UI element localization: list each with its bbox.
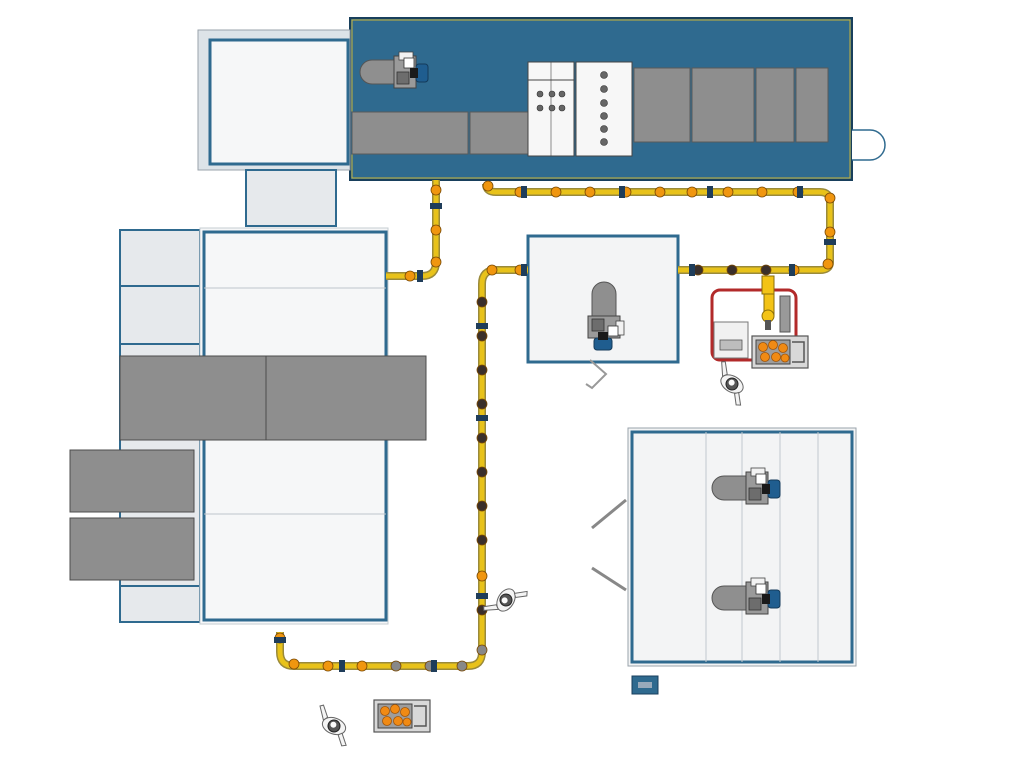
roller-icon bbox=[476, 398, 488, 410]
operator-figure-icon bbox=[481, 575, 530, 626]
robot-arm-icon bbox=[761, 275, 775, 330]
roller-icon bbox=[476, 570, 488, 582]
parts-cart-icon bbox=[373, 699, 431, 733]
roller-icon bbox=[686, 186, 698, 198]
roller-icon bbox=[288, 658, 300, 670]
roller-icon bbox=[760, 264, 772, 276]
roller-icon bbox=[722, 186, 734, 198]
operator-figure-icon bbox=[706, 359, 757, 408]
left-process-enclosure bbox=[69, 227, 427, 625]
roller-icon bbox=[482, 180, 494, 192]
roller-icon bbox=[476, 296, 488, 308]
roller-icon bbox=[476, 500, 488, 512]
roller-icon bbox=[404, 270, 416, 282]
roller-icon bbox=[356, 660, 368, 672]
roller-icon bbox=[476, 432, 488, 444]
roller-icon bbox=[476, 534, 488, 546]
roller-icon bbox=[824, 226, 836, 238]
roller-icon bbox=[584, 186, 596, 198]
roller-icon bbox=[550, 186, 562, 198]
roller-icon bbox=[322, 660, 334, 672]
operator-figure-icon bbox=[309, 703, 357, 748]
roller-icon bbox=[430, 184, 442, 196]
roller-icon bbox=[726, 264, 738, 276]
roller-icon bbox=[476, 364, 488, 376]
roller-icon bbox=[476, 466, 488, 478]
roller-icon bbox=[430, 256, 442, 268]
roller-icon bbox=[430, 224, 442, 236]
roller-icon bbox=[476, 644, 488, 656]
roller-icon bbox=[756, 186, 768, 198]
parts-cart-icon bbox=[751, 335, 809, 369]
conveyor-rollers bbox=[274, 180, 836, 672]
roller-icon bbox=[824, 192, 836, 204]
roller-icon bbox=[456, 660, 468, 672]
roller-icon bbox=[486, 264, 498, 276]
roller-icon bbox=[822, 258, 834, 270]
roller-icon bbox=[390, 660, 402, 672]
load-station-enclosure bbox=[197, 29, 351, 227]
right-machining-enclosure bbox=[591, 427, 857, 695]
roller-icon bbox=[654, 186, 666, 198]
door-arc-icon bbox=[852, 129, 886, 161]
roller-icon bbox=[476, 330, 488, 342]
top-washer-enclosure bbox=[349, 17, 886, 181]
robot-cell bbox=[710, 275, 798, 362]
